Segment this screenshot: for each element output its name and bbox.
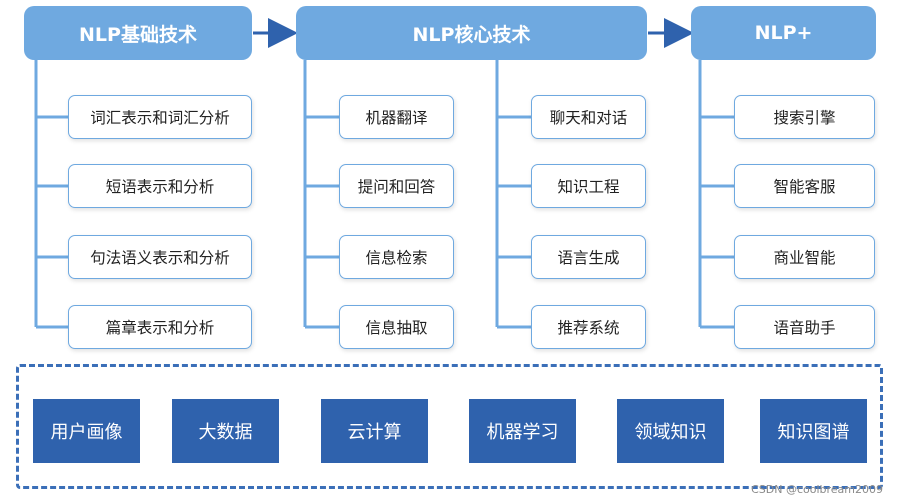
node-core-right-2: 知识工程 <box>531 164 646 208</box>
node-core-right-3: 语言生成 <box>531 235 646 279</box>
node-plus-1: 搜索引擎 <box>734 95 875 139</box>
node-plus-2: 智能客服 <box>734 164 875 208</box>
node-plus-3: 商业智能 <box>734 235 875 279</box>
infra-user-profile: 用户画像 <box>33 399 140 463</box>
header-nlp-plus: NLP+ <box>691 6 876 60</box>
header-nlp-core: NLP核心技术 <box>296 6 647 60</box>
node-basic-1: 词汇表示和词汇分析 <box>68 95 252 139</box>
infrastructure-frame <box>16 364 883 489</box>
node-core-right-4: 推荐系统 <box>531 305 646 349</box>
node-basic-4: 篇章表示和分析 <box>68 305 252 349</box>
node-core-left-1: 机器翻译 <box>339 95 454 139</box>
infra-machine-learning: 机器学习 <box>469 399 576 463</box>
node-core-right-1: 聊天和对话 <box>531 95 646 139</box>
infra-big-data: 大数据 <box>172 399 279 463</box>
node-plus-4: 语音助手 <box>734 305 875 349</box>
infra-domain-knowledge: 领域知识 <box>617 399 724 463</box>
watermark: CSDN @coolbream2009 <box>751 483 883 496</box>
node-core-left-3: 信息检索 <box>339 235 454 279</box>
node-core-left-4: 信息抽取 <box>339 305 454 349</box>
infra-cloud-computing: 云计算 <box>321 399 428 463</box>
node-core-left-2: 提问和回答 <box>339 164 454 208</box>
header-nlp-basic: NLP基础技术 <box>24 6 252 60</box>
node-basic-2: 短语表示和分析 <box>68 164 252 208</box>
infra-knowledge-graph: 知识图谱 <box>760 399 867 463</box>
node-basic-3: 句法语义表示和分析 <box>68 235 252 279</box>
